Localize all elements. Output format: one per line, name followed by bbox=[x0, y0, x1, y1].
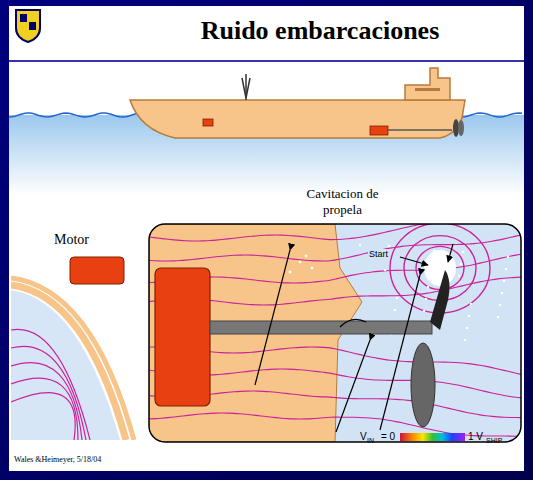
inset-frame bbox=[149, 224, 521, 442]
logo bbox=[16, 10, 40, 42]
engine-label: Motor bbox=[54, 232, 89, 248]
ship bbox=[130, 68, 465, 138]
slide-title: Ruido embarcaciones bbox=[150, 16, 490, 46]
velocity-subscript: IN bbox=[367, 437, 374, 444]
title-rule bbox=[9, 60, 524, 62]
propeller-inset bbox=[149, 224, 521, 442]
velocity-symbol: V bbox=[360, 431, 367, 442]
velocity-subscript: SHIP bbox=[486, 437, 502, 444]
inset-title: Cavitacion de propela bbox=[290, 186, 395, 218]
hull-corner bbox=[11, 278, 134, 440]
credit-note: Wales &Heimeyer, 5/18/04 bbox=[14, 455, 101, 464]
scale-min: = 0 bbox=[381, 431, 395, 442]
scale-max: 1 V bbox=[468, 431, 483, 442]
start-label: Start bbox=[368, 249, 389, 259]
engine-block bbox=[70, 257, 124, 284]
slide-panel bbox=[9, 6, 524, 471]
